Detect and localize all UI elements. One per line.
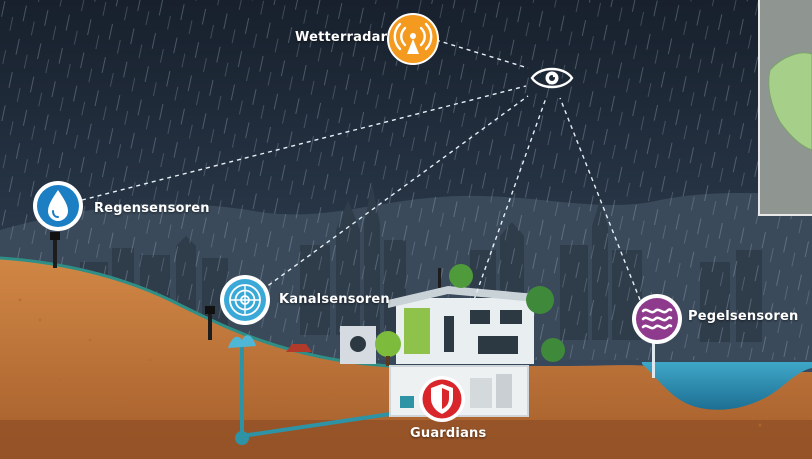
rain-sensors-label: Regensensoren	[94, 201, 210, 216]
guardians-label: Guardians	[410, 426, 487, 441]
soil-texture	[18, 298, 762, 427]
manhole-cover-icon	[220, 275, 270, 325]
car	[286, 344, 312, 352]
shield-icon	[419, 376, 465, 422]
house	[340, 264, 565, 366]
level-sensors-label: Pegelsensoren	[688, 309, 799, 324]
radar-tower-icon	[387, 13, 439, 65]
weather-radar-label: Wetterradar	[295, 30, 388, 45]
rain-sensor-posts	[50, 232, 655, 378]
connection-lines	[81, 39, 641, 301]
ground-soil	[0, 258, 812, 459]
map-inset	[758, 0, 812, 216]
water-waves-icon	[632, 294, 682, 344]
eye-icon	[530, 67, 574, 89]
lake-water	[642, 362, 812, 410]
water-splash	[228, 335, 256, 348]
pipe-junction	[235, 431, 249, 445]
sewer-sensors-label: Kanalsensoren	[279, 292, 390, 307]
water-drop-icon	[33, 181, 83, 231]
deep-soil	[0, 420, 812, 459]
